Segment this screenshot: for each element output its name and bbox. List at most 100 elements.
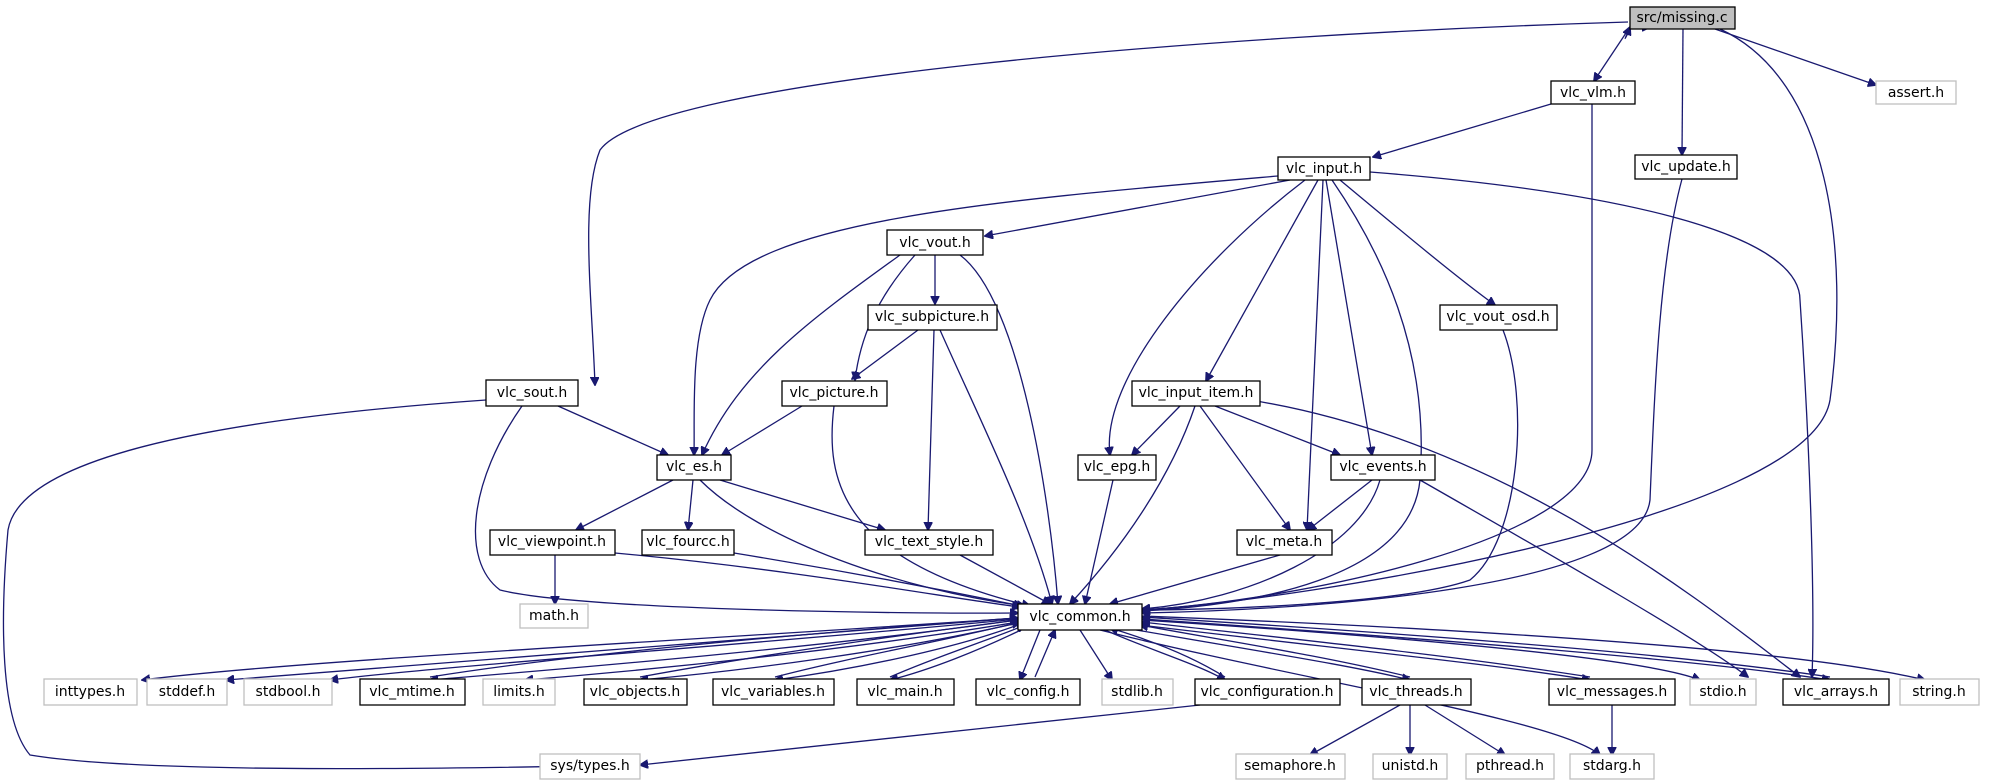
node-vlc-variables-h[interactable]: vlc_variables.h xyxy=(712,678,835,706)
svg-text:stdarg.h: stdarg.h xyxy=(1583,758,1641,774)
edge xyxy=(1369,171,1813,677)
edge xyxy=(1339,179,1495,305)
svg-text:sys/types.h: sys/types.h xyxy=(550,758,629,774)
svg-text:vlc_epg.h: vlc_epg.h xyxy=(1084,459,1151,475)
svg-text:unistd.h: unistd.h xyxy=(1382,758,1439,774)
edge xyxy=(889,625,1025,678)
edge xyxy=(1214,405,1340,455)
node-vlc-epg-h[interactable]: vlc_epg.h xyxy=(1077,454,1157,481)
svg-text:vlc_subpicture.h: vlc_subpicture.h xyxy=(875,309,989,325)
edge xyxy=(2,399,640,769)
edge xyxy=(429,618,1018,678)
node-vlc-meta-h[interactable]: vlc_meta.h xyxy=(1236,529,1333,556)
svg-text:vlc_text_style.h: vlc_text_style.h xyxy=(875,534,983,550)
node-vlc-configuration-h[interactable]: vlc_configuration.h xyxy=(1194,678,1341,706)
svg-text:stddef.h: stddef.h xyxy=(159,684,215,700)
node-sys-types-h[interactable]: sys/types.h xyxy=(539,753,641,780)
edge xyxy=(1110,628,1226,678)
svg-text:vlc_sout.h: vlc_sout.h xyxy=(497,385,567,401)
svg-text:vlc_vout_osd.h: vlc_vout_osd.h xyxy=(1446,309,1549,325)
node-vlc-picture-h[interactable]: vlc_picture.h xyxy=(781,380,888,407)
edge xyxy=(1142,329,1519,610)
node-pthread-h[interactable]: pthread.h xyxy=(1465,753,1555,780)
node-vlc-arrays-h[interactable]: vlc_arrays.h xyxy=(1782,678,1890,706)
edge xyxy=(1625,27,1632,40)
edge xyxy=(688,479,694,530)
edge xyxy=(1307,179,1324,530)
node-semaphore-h[interactable]: semaphore.h xyxy=(1235,753,1346,780)
node-vlc-vout-osd-h[interactable]: vlc_vout_osd.h xyxy=(1439,304,1558,331)
node-vlc-fourcc-h[interactable]: vlc_fourcc.h xyxy=(641,529,735,556)
edge xyxy=(928,329,935,530)
edge xyxy=(699,479,1025,606)
edge xyxy=(142,617,1019,680)
node-math-h[interactable]: math.h xyxy=(519,603,589,629)
svg-text:src/missing.c: src/missing.c xyxy=(1636,10,1727,26)
edge xyxy=(1142,617,1831,678)
svg-text:vlc_mtime.h: vlc_mtime.h xyxy=(369,684,454,700)
node-stdarg-h[interactable]: stdarg.h xyxy=(1569,753,1655,780)
node-vlc-vout-h[interactable]: vlc_vout.h xyxy=(886,229,984,256)
edge xyxy=(1142,104,1593,610)
svg-text:vlc_main.h: vlc_main.h xyxy=(867,684,942,700)
node-missing-c[interactable]: src/missing.c xyxy=(1629,6,1736,30)
edge xyxy=(1142,178,1683,613)
edge xyxy=(639,620,1018,678)
svg-text:semaphore.h: semaphore.h xyxy=(1244,758,1336,774)
node-vlc-objects-h[interactable]: vlc_objects.h xyxy=(583,678,688,706)
svg-text:vlc_config.h: vlc_config.h xyxy=(986,684,1069,700)
node-vlc-input-h[interactable]: vlc_input.h xyxy=(1277,156,1371,181)
edge xyxy=(640,704,1201,765)
node-inttypes-h[interactable]: inttypes.h xyxy=(43,678,138,706)
node-vlc-input-item-h[interactable]: vlc_input_item.h xyxy=(1131,380,1261,407)
edge xyxy=(330,618,1019,680)
svg-text:inttypes.h: inttypes.h xyxy=(55,684,125,700)
svg-text:stdlib.h: stdlib.h xyxy=(1111,684,1163,700)
edge xyxy=(1424,704,1505,755)
edge xyxy=(702,254,901,455)
node-limits-h[interactable]: limits.h xyxy=(482,678,556,706)
edge xyxy=(722,405,803,455)
svg-text:vlc_objects.h: vlc_objects.h xyxy=(590,684,681,700)
edge xyxy=(1141,619,1700,680)
edge xyxy=(1682,28,1683,155)
node-vlc-config-h[interactable]: vlc_config.h xyxy=(975,678,1081,706)
node-vlc-mtime-h[interactable]: vlc_mtime.h xyxy=(359,678,466,706)
node-vlc-viewpoint-h[interactable]: vlc_viewpoint.h xyxy=(489,529,616,556)
node-vlc-vlm-h[interactable]: vlc_vlm.h xyxy=(1550,80,1636,105)
node-stdio-h[interactable]: stdio.h xyxy=(1689,678,1757,706)
edge xyxy=(1199,405,1290,530)
node-vlc-text-style-h[interactable]: vlc_text_style.h xyxy=(864,529,994,556)
node-vlc-messages-h[interactable]: vlc_messages.h xyxy=(1548,678,1676,706)
edge xyxy=(959,554,1050,604)
node-assert-h[interactable]: assert.h xyxy=(1875,80,1957,105)
node-string-h[interactable]: string.h xyxy=(1899,678,1980,706)
node-vlc-update-h[interactable]: vlc_update.h xyxy=(1634,154,1738,180)
edge xyxy=(1141,615,1925,680)
svg-text:vlc_messages.h: vlc_messages.h xyxy=(1557,684,1667,700)
node-vlc-subpicture-h[interactable]: vlc_subpicture.h xyxy=(867,304,998,331)
svg-text:vlc_fourcc.h: vlc_fourcc.h xyxy=(646,534,729,550)
edge xyxy=(557,405,668,455)
edge xyxy=(939,329,1052,604)
edge xyxy=(1142,622,1591,678)
node-vlc-es-h[interactable]: vlc_es.h xyxy=(656,454,732,481)
node-vlc-threads-h[interactable]: vlc_threads.h xyxy=(1361,678,1472,706)
edge xyxy=(576,479,674,530)
edge xyxy=(1142,479,1381,609)
edge xyxy=(1714,28,1876,85)
node-stdbool-h[interactable]: stdbool.h xyxy=(243,678,333,706)
node-unistd-h[interactable]: unistd.h xyxy=(1372,753,1448,780)
svg-text:pthread.h: pthread.h xyxy=(1476,758,1544,774)
svg-text:vlc_threads.h: vlc_threads.h xyxy=(1369,684,1462,700)
edge xyxy=(1594,26,1631,81)
node-stdlib-h[interactable]: stdlib.h xyxy=(1101,678,1174,706)
node-vlc-common-h[interactable]: vlc_common.h xyxy=(1017,603,1143,631)
node-vlc-sout-h[interactable]: vlc_sout.h xyxy=(485,379,579,407)
node-vlc-events-h[interactable]: vlc_events.h xyxy=(1330,454,1436,481)
node-stddef-h[interactable]: stddef.h xyxy=(146,678,228,706)
svg-text:vlc_picture.h: vlc_picture.h xyxy=(789,385,878,401)
edge xyxy=(1079,629,1112,680)
node-vlc-main-h[interactable]: vlc_main.h xyxy=(856,678,955,706)
